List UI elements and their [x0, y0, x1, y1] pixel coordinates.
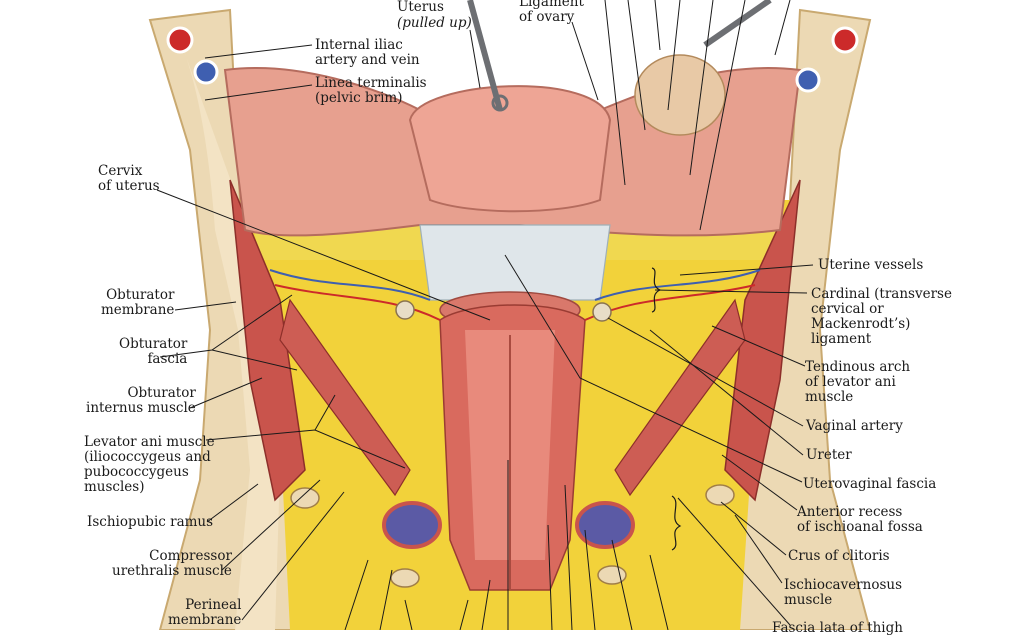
ischiopubic-ramus-left [290, 487, 320, 509]
label-obturator-fascia: Obturator fascia [119, 336, 188, 367]
forceps-right [703, 0, 772, 48]
label-levator-ani: Levator ani muscle (iliococcygeus and pu… [84, 434, 215, 495]
obturator-internus-left [229, 179, 306, 502]
label-perineal-membrane: Perineal membrane [168, 597, 242, 628]
label-internal-iliac: Internal iliac artery and vein [315, 37, 420, 68]
ischiopubic-ramus-right [705, 484, 735, 506]
label-ischiopubic-ramus: Ischiopubic ramus [87, 514, 214, 530]
label-uterovaginal-fascia: Uterovaginal fascia [803, 476, 937, 492]
label-obturator-internus: Obturator internus muscle [86, 385, 196, 416]
label-crus-clitoris: Crus of clitoris [788, 548, 890, 564]
brace-ischiocavernosus [671, 495, 682, 551]
internal-iliac-vein-right [795, 67, 821, 93]
levator-ani-left [279, 298, 411, 497]
ureter-right [592, 302, 612, 322]
brace-cardinal [651, 267, 662, 313]
internal-iliac-artery-right [831, 26, 859, 54]
label-cervix: Cervix of uterus [98, 163, 160, 194]
label-uterus: Uterus [397, 0, 444, 15]
label-anterior-recess: Anterior recess of ischioanal fossa [797, 504, 923, 535]
label-tendinous-arch: Tendinous arch of levator ani muscle [805, 359, 911, 405]
label-ligament-ovary: Ligament of ovary [519, 0, 584, 25]
crus-clitoris-left [382, 501, 442, 549]
label-linea-terminalis: Linea terminalis (pelvic brim) [315, 75, 427, 106]
uterovaginal-fascia-band [419, 224, 611, 301]
label-vaginal-artery: Vaginal artery [806, 418, 903, 434]
label-uterus-note: (pulled up) [397, 15, 472, 31]
internal-iliac-artery-left [166, 26, 194, 54]
label-ischiocavernosus: Ischiocavernosus muscle [784, 577, 903, 608]
ureter-left [395, 300, 415, 320]
crus-clitoris-right [575, 501, 635, 549]
label-fascia-lata: Fascia lata of thigh [772, 620, 903, 636]
label-ureter: Ureter [806, 447, 852, 463]
label-uterine-vessels: Uterine vessels [818, 257, 924, 273]
label-compressor-urethralis: Compressor urethralis muscle [112, 548, 232, 579]
label-obturator-membrane: Obturator membrane [101, 287, 175, 318]
leader-lines [156, 0, 814, 631]
forceps-left [467, 0, 503, 111]
internal-iliac-vein-left [193, 59, 219, 85]
obturator-internus-right [724, 179, 801, 502]
ovary [634, 54, 726, 136]
label-cardinal-ligament: Cardinal (transverse cervical or Mackenr… [811, 286, 952, 347]
uterus [408, 85, 612, 213]
